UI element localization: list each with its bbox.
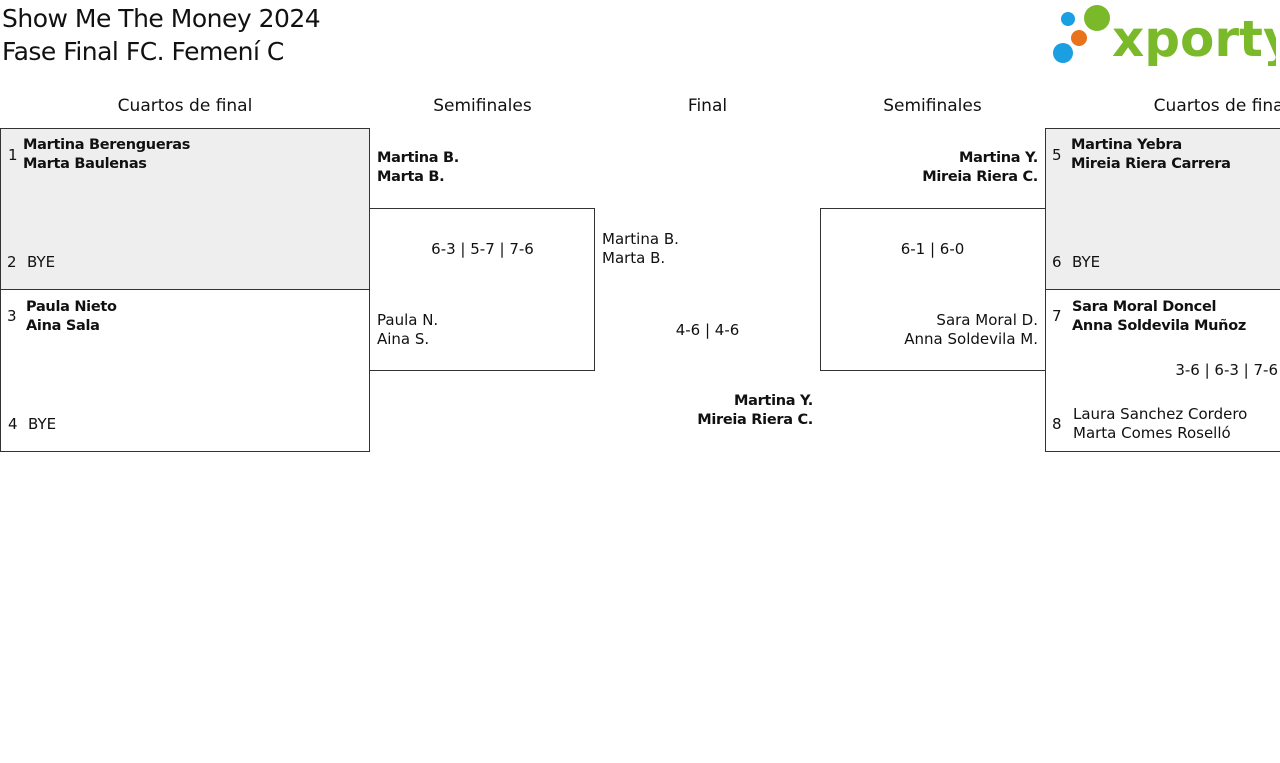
player-name: Aina S.	[377, 330, 430, 348]
player-name: Martina Y.	[958, 150, 1038, 166]
player-name: Martina Y.	[733, 393, 813, 409]
round-header-left-sf: Semifinales	[433, 96, 532, 116]
seed-number: 1	[8, 146, 18, 164]
player-name: Mireia Riera C.	[697, 412, 813, 428]
sf-left-bottom-team[interactable]: Paula N. Aina S.	[377, 311, 438, 349]
player-name: BYE	[27, 253, 56, 271]
sf-left-match	[369, 208, 595, 371]
qf-score-7-8: 3-6 | 6-3 | 7-6	[1175, 361, 1278, 379]
sf-right-top-team[interactable]: Martina Y. Mireia Riera C.	[922, 149, 1038, 187]
seed-number: 2	[7, 253, 17, 271]
team-slot-6[interactable]: BYE	[1072, 253, 1100, 272]
player-name: Paula Nieto	[26, 299, 117, 315]
qf-match-5-6	[1045, 128, 1280, 290]
sf-left-top-team[interactable]: Martina B. Marta B.	[377, 149, 459, 187]
player-name: Marta B.	[602, 249, 666, 267]
sf-right-score: 6-1 | 6-0	[900, 240, 965, 258]
player-name: BYE	[28, 415, 57, 433]
team-slot-5[interactable]: Martina Yebra Mireia Riera Carrera	[1071, 136, 1231, 174]
seed-number: 4	[8, 415, 18, 433]
player-name: Aina Sala	[26, 318, 100, 334]
seed-number: 6	[1052, 253, 1062, 271]
player-name: Martina B.	[602, 230, 679, 248]
final-top-team[interactable]: Martina B. Marta B.	[602, 230, 679, 268]
sf-left-score: 6-3 | 5-7 | 7-6	[431, 240, 534, 258]
xporty-logo: xporty	[1053, 5, 1276, 66]
logo-dot-green	[1084, 5, 1110, 31]
team-slot-2[interactable]: BYE	[27, 253, 55, 272]
player-name: Marta Baulenas	[23, 156, 147, 172]
player-name: Sara Moral Doncel	[1072, 299, 1217, 315]
team-slot-8[interactable]: Laura Sanchez Cordero Marta Comes Rosell…	[1073, 405, 1247, 443]
player-name: Anna Soldevila Muñoz	[1072, 318, 1246, 334]
player-name: BYE	[1072, 253, 1101, 271]
round-header-right-qf: Cuartos de final	[1153, 96, 1280, 116]
final-bottom-team[interactable]: Martina Y. Mireia Riera C.	[697, 392, 813, 430]
logo-dot-blue	[1061, 12, 1075, 26]
seed-number: 7	[1052, 307, 1062, 325]
player-name: Martina Berengueras	[23, 137, 191, 153]
player-name: Martina Yebra	[1071, 137, 1182, 153]
player-name: Paula N.	[377, 311, 439, 329]
team-slot-3[interactable]: Paula Nieto Aina Sala	[26, 298, 117, 336]
player-name: Mireia Riera C.	[922, 169, 1038, 185]
logo-dot-blue-large	[1053, 43, 1073, 63]
round-header-right-sf: Semifinales	[883, 96, 982, 116]
team-slot-7[interactable]: Sara Moral Doncel Anna Soldevila Muñoz	[1072, 298, 1246, 336]
team-slot-4[interactable]: BYE	[28, 415, 56, 434]
player-name: Martina B.	[377, 150, 459, 166]
logo-dot-orange	[1071, 30, 1087, 46]
final-score: 4-6 | 4-6	[675, 321, 740, 339]
round-header-final: Final	[687, 96, 728, 116]
qf-match-1-2	[0, 128, 370, 290]
logo-text: xporty	[1112, 10, 1276, 66]
player-name: Sara Moral D.	[936, 311, 1038, 329]
seed-number: 8	[1052, 415, 1062, 433]
seed-number: 3	[7, 307, 17, 325]
player-name: Marta B.	[377, 169, 445, 185]
page-title: Show Me The Money 2024	[2, 4, 321, 33]
seed-number: 5	[1052, 146, 1062, 164]
page-subtitle: Fase Final FC. Femení C	[2, 37, 284, 66]
qf-match-7-8	[1045, 289, 1280, 452]
player-name: Anna Soldevila M.	[904, 330, 1038, 348]
player-name: Laura Sanchez Cordero	[1073, 405, 1248, 423]
round-header-left-qf: Cuartos de final	[117, 96, 253, 116]
player-name: Mireia Riera Carrera	[1071, 156, 1231, 172]
sf-right-bottom-team[interactable]: Sara Moral D. Anna Soldevila M.	[904, 311, 1038, 349]
team-slot-1[interactable]: Martina Berengueras Marta Baulenas	[23, 136, 190, 174]
player-name: Marta Comes Roselló	[1073, 424, 1231, 442]
